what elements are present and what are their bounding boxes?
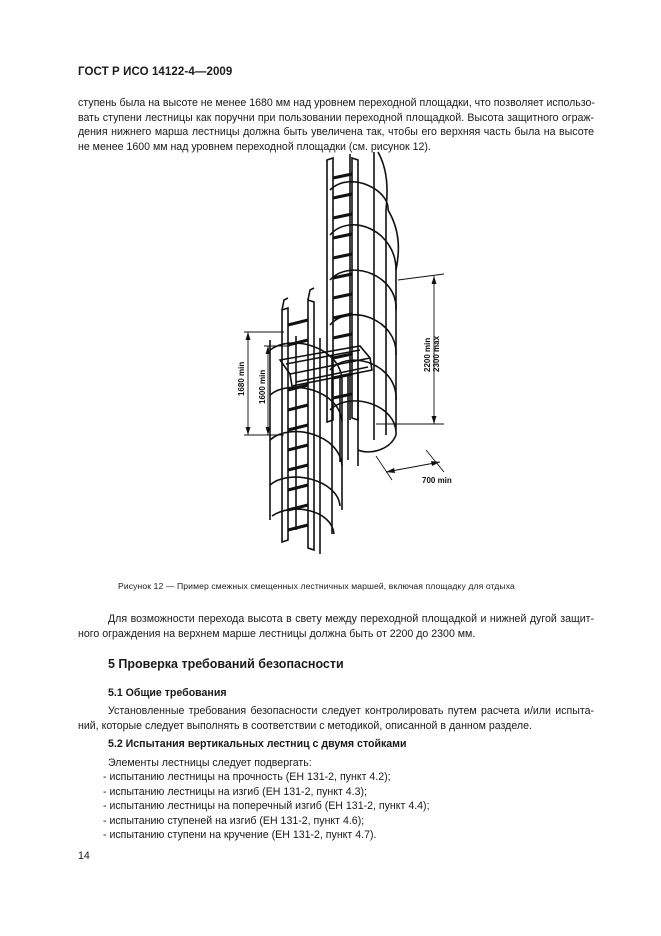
text-line: вать ступени лестницы как поручни при по…	[78, 111, 594, 124]
section-5-heading: 5 Проверка требований безопасности	[108, 657, 344, 671]
dimension-label-2200: 2200 min	[423, 338, 432, 372]
list-item: - испытанию ступеней на изгиб (ЕН 131-2,…	[103, 814, 365, 827]
text-line: Установленные требования безопасности сл…	[108, 705, 594, 717]
paragraph-clearance: Для возможности перехода высота в свету …	[78, 612, 594, 641]
text-line: ного ограждения на верхнем марше лестниц…	[78, 627, 476, 640]
section-5-1-heading: 5.1 Общие требования	[108, 687, 227, 699]
text-line: ступень была на высоте не менее 1680 мм …	[78, 97, 595, 109]
text-line: дения нижнего марша лестницы должна быть…	[78, 126, 594, 139]
list-item: - испытанию лестницы на прочность (ЕН 13…	[103, 771, 391, 783]
test-list: - испытанию лестницы на прочность (ЕН 13…	[103, 770, 430, 843]
text-line: не менее 1600 мм над уровнем переходной …	[78, 140, 431, 153]
dimension-label-700: 700 min	[422, 476, 452, 485]
dimension-label-1680: 1680 min	[237, 362, 246, 396]
dimension-label-2300: 2300 max	[432, 335, 441, 372]
list-item: - испытанию лестницы на изгиб (ЕН 131-2,…	[103, 785, 367, 798]
paragraph-platform-height: ступень была на высоте не менее 1680 мм …	[78, 96, 595, 154]
dimension-label-1600: 1600 min	[258, 370, 267, 404]
text-line: Для возможности перехода высота в свету …	[108, 613, 594, 625]
figure-caption: Рисунок 12 — Пример смежных смещенных ле…	[118, 581, 515, 591]
ladder-illustration: 1680 min 1600 min 2200 min 2300 max 700 …	[237, 151, 452, 554]
test-list-intro: Элементы лестницы следует подвергать:	[108, 757, 312, 769]
page-number: 14	[78, 850, 90, 862]
figure-12-ladder-drawing: 1680 min 1600 min 2200 min 2300 max 700 …	[200, 150, 500, 560]
section-5-2-heading: 5.2 Испытания вертикальных лестниц с дву…	[108, 738, 407, 750]
text-line: ний, которые следует выполнять в соответ…	[78, 719, 532, 732]
list-item: - испытанию лестницы на поперечный изгиб…	[103, 800, 430, 813]
paragraph-general-requirements: Установленные требования безопасности сл…	[78, 704, 594, 733]
standard-header: ГОСТ Р ИСО 14122-4—2009	[78, 66, 233, 78]
list-item: - испытанию ступени на кручение (ЕН 131-…	[103, 829, 377, 842]
